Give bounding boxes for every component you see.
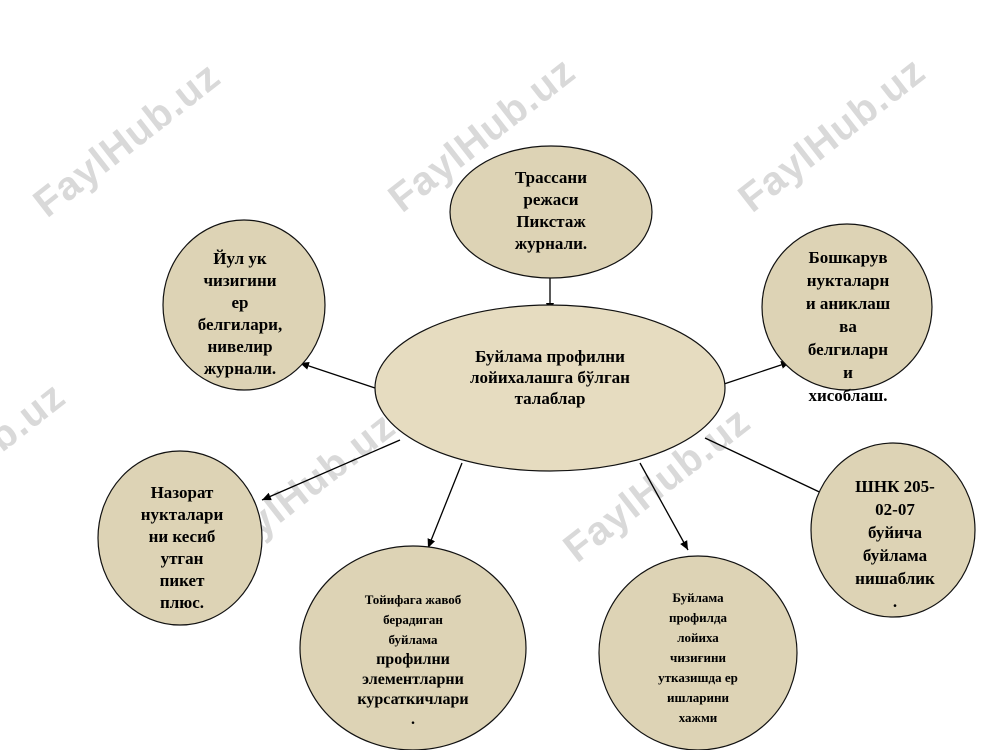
node-label-line: утказишда ер <box>658 670 738 685</box>
node-label-line: элементларни <box>362 671 464 688</box>
node-right-bottom: ШНК 205- 02-07 буйича буйлама нишаблик. <box>810 442 976 618</box>
node-label-line: журнали. <box>515 234 587 253</box>
node-label-line: талаблар <box>515 389 586 408</box>
watermark-text: FaylHub.uz <box>25 54 228 226</box>
node-shape <box>374 304 726 472</box>
node-shape <box>162 219 326 391</box>
node-shape <box>761 223 933 391</box>
node-label-line: ер <box>232 293 249 312</box>
node-label-line: Буйлама профилни <box>475 347 625 366</box>
arrow-center-to-right-top <box>717 361 791 387</box>
node-shape <box>97 450 263 626</box>
node-label: Йул ук чизигини ер белгилари, нивелир журнали… <box>198 249 282 378</box>
node-label-line: Трассани <box>515 168 587 187</box>
node-shape <box>299 545 527 750</box>
node-label: Назорат нукталари ни кесиб утган пикет плюс. <box>141 483 224 612</box>
node-label: Буйлама профилни лойихалашга бўлган талабл… <box>470 347 630 408</box>
arrow-center-to-right-bottom <box>704 437 831 498</box>
node-label-line: Буйлама <box>672 590 724 605</box>
watermark-text: FaylHub.uz <box>0 374 74 546</box>
arrows <box>261 278 831 551</box>
node-label-line: . <box>411 711 415 728</box>
node-label-line: белгилари, <box>198 315 282 334</box>
node-label-line: берадиган <box>383 612 443 627</box>
node-label-line: плюс. <box>160 593 204 612</box>
node-label-line: и <box>843 363 853 382</box>
node-label-line: 02-07 <box>875 500 915 519</box>
node-left-top: Йул ук чизигини ер белгилари, нивелир журнали… <box>162 219 326 391</box>
node-label-line: утган <box>161 549 204 568</box>
node-label-line: Тойифага жавоб <box>365 592 462 607</box>
node-label-line: курсаткичлари <box>357 691 468 708</box>
node-label: ШНК 205- 02-07 буйича буйлама нишаблик. <box>855 477 935 611</box>
node-label-line: режаси <box>523 190 578 209</box>
node-label-line: профилда <box>669 610 728 625</box>
node-label-line: пикет <box>160 571 206 590</box>
node-label-line: нукталари <box>141 505 224 524</box>
node-shape <box>598 555 798 750</box>
node-label-line: лойихалашга бўлган <box>470 368 630 387</box>
node-bottom-right: Буйлама профилда лойиха чизиғини утказишда е… <box>598 555 798 750</box>
arrow-center-to-left-top <box>299 362 376 389</box>
node-shape <box>449 145 653 279</box>
arrow-center-to-bottom-left <box>427 462 463 549</box>
node-center: Буйлама профилни лойихалашга бўлган талабл… <box>374 304 726 472</box>
node-label-line: ШНК 205- <box>855 477 935 496</box>
arrow-center-to-bottom-right <box>639 462 689 551</box>
node-label-line: лойиха <box>677 630 719 645</box>
node-label-line: белгиларн <box>808 340 888 359</box>
node-label-line: буйлама <box>863 546 928 565</box>
node-label-line: Пикстаж <box>516 212 586 231</box>
watermark-text: FaylHub.uz <box>730 49 933 221</box>
node-shape <box>810 442 976 618</box>
node-label-line: Йул ук <box>213 249 267 268</box>
node-label-line: чизиғини <box>670 650 726 665</box>
node-label-line: журнали. <box>204 359 276 378</box>
arrow-center-to-left-bottom <box>261 439 401 501</box>
node-label-line: чизигини <box>203 271 276 290</box>
node-label-line: и аниклаш <box>806 294 890 313</box>
node-label-line: буйича <box>868 523 923 542</box>
node-label-line: хажми <box>679 710 718 725</box>
node-label-line: хисоблаш. <box>808 386 887 405</box>
node-left-bottom: Назорат нукталари ни кесиб утган пикет плюс. <box>97 450 263 626</box>
node-label-line: профилни <box>376 651 450 668</box>
node-label-line: ва <box>839 317 857 336</box>
node-label-line: нишаблик <box>855 569 935 588</box>
node-label: Тойифага жавоб берадиган буйлама профилни эл… <box>357 592 468 728</box>
node-label: Буйлама профилда лойиха чизиғини утказишда е… <box>658 590 738 725</box>
node-label-line: буйлама <box>388 632 438 647</box>
node-label-line: Назорат <box>151 483 214 502</box>
node-label: Бошкарув нукталарн и аниклаш ва белгиларн и хи… <box>806 248 890 405</box>
node-label-line: ишларини <box>667 690 729 705</box>
node-label-line: нукталарн <box>807 271 890 290</box>
node-right-top: Бошкарув нукталарн и аниклаш ва белгиларн и хи… <box>761 223 933 405</box>
node-bottom-left: Тойифага жавоб берадиган буйлама профилни эл… <box>299 545 527 750</box>
node-label-line: Бошкарув <box>808 248 887 267</box>
node-label-line: нивелир <box>207 337 272 356</box>
node-label-line: ни кесиб <box>149 527 216 546</box>
node-label-line: . <box>893 592 897 611</box>
